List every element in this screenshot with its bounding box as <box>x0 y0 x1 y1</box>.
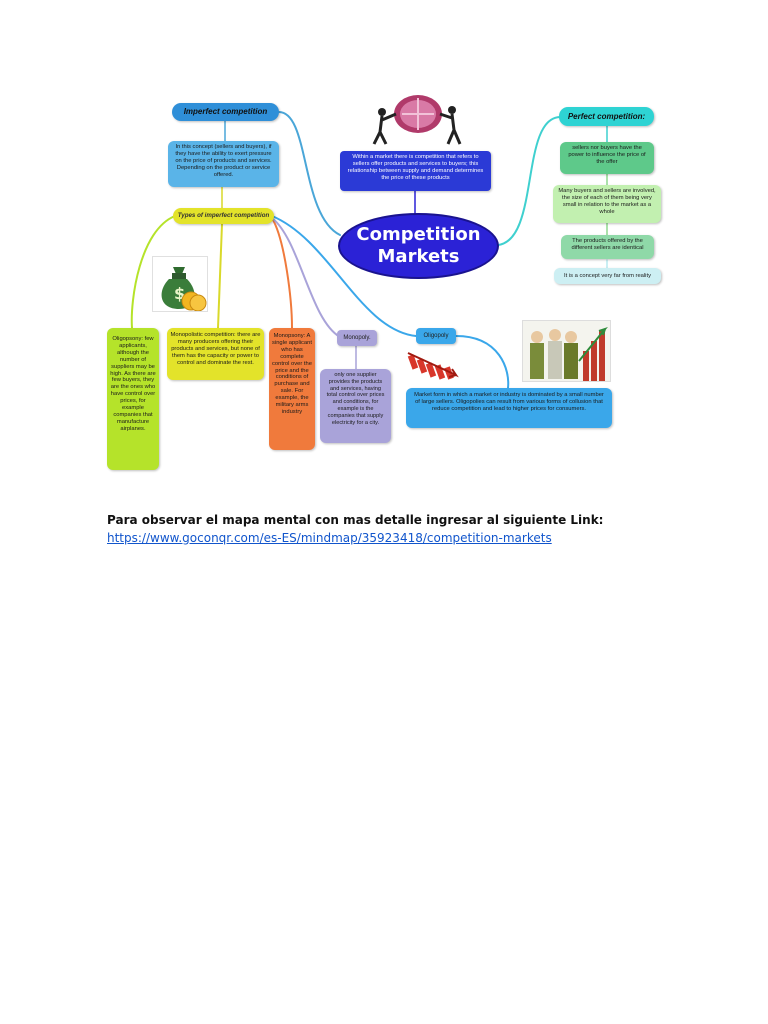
monopoly-title: Monopoly. <box>343 335 371 341</box>
monopolistic-competition-text: Monopolistic competition: there are many… <box>170 332 261 366</box>
perfect-item-4-text: It is a concept very far from reality <box>564 273 651 279</box>
money-bag-picture: $ <box>152 256 208 312</box>
oligopsony-text: Oligopsony: few applicants, although the… <box>110 336 156 432</box>
oligopoly-description-node[interactable]: Market form in which a market or industr… <box>406 388 612 428</box>
imperfect-description-node[interactable]: In this concept (sellers and buyers), if… <box>168 141 279 187</box>
monopoly-title-node[interactable]: Monopoly. <box>337 330 377 346</box>
imperfect-competition-node[interactable]: Imperfect competition <box>172 103 279 121</box>
perfect-item-3-text: The products offered by the different se… <box>571 238 644 251</box>
business-people-chart-picture <box>522 320 611 382</box>
svg-text:$: $ <box>174 284 185 303</box>
monopsony-text: Monopsony: A single applicant who has co… <box>272 333 312 415</box>
monopoly-description-node[interactable]: only one supplier provides the products … <box>320 369 391 443</box>
central-description-text: Within a market there is competition tha… <box>347 154 484 181</box>
central-title-line1: Competition <box>356 224 481 245</box>
perfect-item-2-text: Many buyers and sellers are involved, th… <box>558 188 656 215</box>
central-node[interactable]: Competition Markets <box>338 213 499 279</box>
central-description-node[interactable]: Within a market there is competition tha… <box>340 151 491 191</box>
falling-chart-picture <box>406 345 464 385</box>
monopolistic-competition-node[interactable]: Monopolistic competition: there are many… <box>167 328 264 380</box>
perfect-competition-node[interactable]: Perfect competition: <box>559 107 654 126</box>
perfect-item-4-node[interactable]: It is a concept very far from reality <box>554 268 661 284</box>
footer-caption: Para observar el mapa mental con mas det… <box>107 513 604 527</box>
perfect-item-3-node[interactable]: The products offered by the different se… <box>561 235 654 259</box>
perfect-item-2-node[interactable]: Many buyers and sellers are involved, th… <box>553 185 661 223</box>
imperfect-description-text: In this concept (sellers and buyers), if… <box>175 144 272 178</box>
mind-map: Competition Markets Within a market ther… <box>0 0 768 500</box>
imperfect-competition-title: Imperfect competition <box>183 107 268 116</box>
central-title-line2: Markets <box>377 246 460 267</box>
oligopoly-title: Oligopoly <box>423 333 449 339</box>
perfect-item-1-text: sellers nor buyers have the power to inf… <box>568 145 646 165</box>
monopoly-description-text: only one supplier provides the products … <box>326 372 385 426</box>
oligopoly-description-text: Market form in which a market or industr… <box>414 392 604 412</box>
oligopoly-title-node[interactable]: Oligopoly <box>416 328 456 344</box>
mindmap-link[interactable]: https://www.goconqr.com/es-ES/mindmap/35… <box>107 531 552 545</box>
perfect-competition-title: Perfect competition: <box>567 112 646 121</box>
monopsony-node[interactable]: Monopsony: A single applicant who has co… <box>269 328 315 450</box>
types-imperfect-title: Types of imperfect competition <box>177 212 270 219</box>
connector-lines <box>130 110 608 389</box>
handshake-globe-picture <box>362 92 475 150</box>
types-imperfect-node[interactable]: Types of imperfect competition <box>173 208 274 224</box>
oligopsony-node[interactable]: Oligopsony: few applicants, although the… <box>107 328 159 470</box>
perfect-item-1-node[interactable]: sellers nor buyers have the power to inf… <box>560 142 654 174</box>
